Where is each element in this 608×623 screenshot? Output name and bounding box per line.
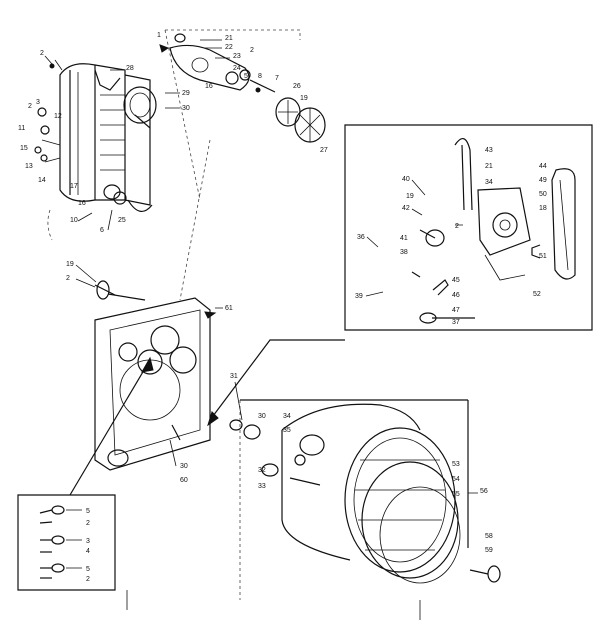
callout-8: 8 [258,73,262,80]
callout-1: 1 [157,32,161,39]
callout-46: 46 [452,292,460,299]
callout-30: 30 [182,105,190,112]
callout-10: 10 [70,217,78,224]
callout-4: 4 [86,548,90,555]
callout-18: 18 [539,205,547,212]
callout-52: 52 [533,291,541,298]
callout-32: 32 [258,467,266,474]
callout-13: 13 [25,163,33,170]
upper-left-callouts: 2 2 3 11 13 14 12 15 10 17 16 6 25 28 29… [18,50,190,234]
callout-49: 49 [539,177,547,184]
callout-2-g: 2 [86,576,90,583]
callout-5-c: 5 [86,566,90,573]
callout-44: 44 [539,163,547,170]
callout-17: 17 [70,183,78,190]
hardware-inset [17,356,154,591]
mid-left-callouts: 19 2 61 [66,261,233,312]
callout-14: 14 [38,177,46,184]
hardware-callouts: 5 2 3 4 5 2 [86,508,90,583]
callout-3: 3 [36,99,40,106]
callout-2-c: 2 [250,47,254,54]
callout-58: 58 [485,533,493,540]
blower-motor-assembly [159,29,326,201]
callout-54: 54 [452,476,460,483]
callout-35: 35 [283,427,291,434]
callout-12: 12 [54,113,62,120]
callout-53: 53 [452,461,460,468]
callout-55: 55 [452,491,460,498]
drum-callouts: 31 30 34 35 32 33 53 54 55 56 30 60 58 5… [169,373,493,554]
callout-60: 60 [180,477,188,484]
heater-housing-assembly [34,59,157,241]
callout-25: 25 [118,217,126,224]
callout-19-c: 19 [406,193,414,200]
upper-center-callouts: 1 21 22 23 2 24 5 8 16 7 26 19 27 [157,32,328,154]
callout-27: 27 [320,147,328,154]
drum-assembly [229,399,501,600]
callout-22: 22 [225,44,233,51]
callout-26: 26 [293,83,301,90]
callout-2-d: 2 [66,275,70,282]
inset-leader-line [209,339,345,421]
callout-33: 33 [258,483,266,490]
callout-29: 29 [182,90,190,97]
callout-19-b: 19 [66,261,74,268]
callout-40: 40 [402,176,410,183]
callout-2-b: 2 [28,103,32,110]
rear-bulkhead [94,139,217,471]
callout-37: 37 [452,319,460,326]
callout-2-f: 2 [86,520,90,527]
callout-5-b: 5 [86,508,90,515]
callout-51: 51 [539,253,547,260]
callout-3-b: 3 [86,538,90,545]
callout-21: 21 [225,35,233,42]
callout-34: 34 [485,179,493,186]
callout-16-b: 16 [205,83,213,90]
callout-39: 39 [355,293,363,300]
callout-43: 43 [485,147,493,154]
callout-38: 38 [400,249,408,256]
callout-23: 23 [233,53,241,60]
callout-2-a: 2 [40,50,44,57]
callout-47: 47 [452,307,460,314]
callout-11: 11 [18,125,25,132]
callout-30-b: 30 [258,413,266,420]
callout-28: 28 [126,65,134,72]
callout-30-c: 30 [180,463,188,470]
callout-50: 50 [539,191,547,198]
callout-42: 42 [402,205,410,212]
callout-41: 41 [400,235,408,242]
callout-61: 61 [225,305,233,312]
callout-21-b: 21 [485,163,493,170]
callout-19: 19 [300,95,308,102]
callout-45: 45 [452,277,460,284]
callout-5: 5 [244,73,248,80]
belt-idler-inset [344,124,593,331]
callout-6: 6 [100,227,104,234]
callout-34-b: 34 [283,413,291,420]
callout-15: 15 [20,145,28,152]
callout-36: 36 [357,234,365,241]
callout-2-e: 2 [455,223,459,230]
callout-31: 31 [230,373,238,380]
inset-callouts: 43 21 40 34 44 19 49 42 50 2 36 41 51 38… [355,147,547,326]
callout-7: 7 [275,75,279,82]
callout-59: 59 [485,547,493,554]
inset-leader-arrow [207,411,219,427]
callout-24: 24 [233,65,241,72]
callout-16: 16 [78,200,86,207]
callout-56: 56 [480,488,488,495]
